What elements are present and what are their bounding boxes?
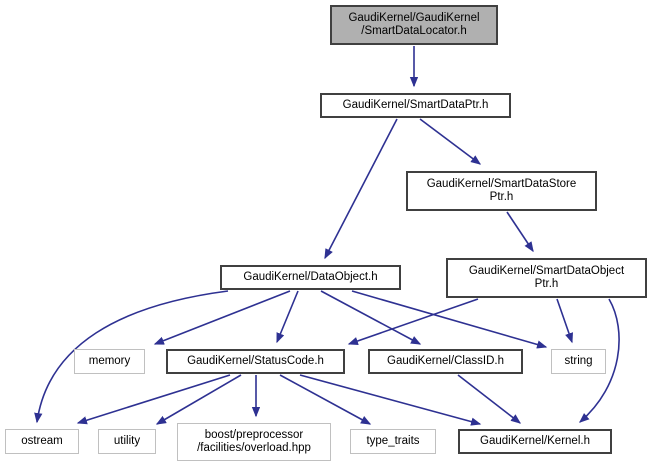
edge-dataobject-to-classid: [320, 290, 422, 345]
node-smartdatalocator[interactable]: GaudiKernel/GaudiKernel /SmartDataLocato…: [330, 5, 498, 45]
node-label: GaudiKernel/GaudiKernel /SmartDataLocato…: [348, 12, 480, 37]
edge-smartdataobjectptr-to-string: [556, 298, 573, 344]
node-label: boost/preprocessor /facilities/overload.…: [197, 429, 311, 454]
node-label: memory: [88, 355, 131, 367]
node-ostream[interactable]: ostream: [5, 429, 79, 454]
edge-smartdataobjectptr-to-statuscode: [347, 298, 479, 345]
node-label: GaudiKernel/DataObject.h: [243, 271, 378, 283]
edge-smartdataptr-to-smartdatastoreptr: [419, 118, 482, 165]
node-statuscode[interactable]: GaudiKernel/StatusCode.h: [166, 349, 345, 374]
node-kernel[interactable]: GaudiKernel/Kernel.h: [458, 429, 612, 454]
edge-statuscode-to-utility: [155, 374, 242, 425]
edge-statuscode-to-type_traits: [279, 374, 372, 425]
node-smartdatastoreptr[interactable]: GaudiKernel/SmartDataStore Ptr.h: [406, 171, 597, 211]
node-label: GaudiKernel/SmartDataPtr.h: [342, 99, 489, 111]
edge-dataobject-to-statuscode: [276, 290, 299, 344]
node-classid[interactable]: GaudiKernel/ClassID.h: [368, 349, 523, 374]
node-memory[interactable]: memory: [74, 349, 145, 374]
node-label: GaudiKernel/Kernel.h: [480, 435, 590, 447]
edge-smartdataptr-to-dataobject: [324, 118, 398, 260]
node-label: GaudiKernel/SmartDataStore Ptr.h: [426, 178, 577, 203]
node-label: GaudiKernel/StatusCode.h: [187, 355, 324, 367]
edge-statuscode-to-kernel: [299, 374, 482, 426]
edge-dataobject-to-memory: [153, 290, 291, 345]
node-smartdataptr[interactable]: GaudiKernel/SmartDataPtr.h: [320, 93, 511, 118]
node-label: GaudiKernel/ClassID.h: [387, 355, 504, 367]
node-label: string: [564, 355, 593, 367]
node-string[interactable]: string: [551, 349, 606, 374]
edge-classid-to-kernel: [457, 374, 522, 424]
node-label: type_traits: [366, 435, 420, 447]
node-boost_overload[interactable]: boost/preprocessor /facilities/overload.…: [177, 423, 331, 461]
edge-dataobject-to-string: [351, 290, 548, 349]
node-label: utility: [113, 435, 141, 447]
node-dataobject[interactable]: GaudiKernel/DataObject.h: [220, 265, 401, 290]
node-label: GaudiKernel/SmartDataObject Ptr.h: [468, 265, 625, 290]
node-label: ostream: [21, 435, 63, 447]
edge-smartdatastoreptr-to-smartdataobjectptr: [506, 211, 534, 253]
node-smartdataobjectptr[interactable]: GaudiKernel/SmartDataObject Ptr.h: [446, 258, 647, 298]
edge-statuscode-to-ostream: [76, 374, 231, 425]
node-type_traits[interactable]: type_traits: [350, 429, 436, 454]
node-utility[interactable]: utility: [98, 429, 156, 454]
